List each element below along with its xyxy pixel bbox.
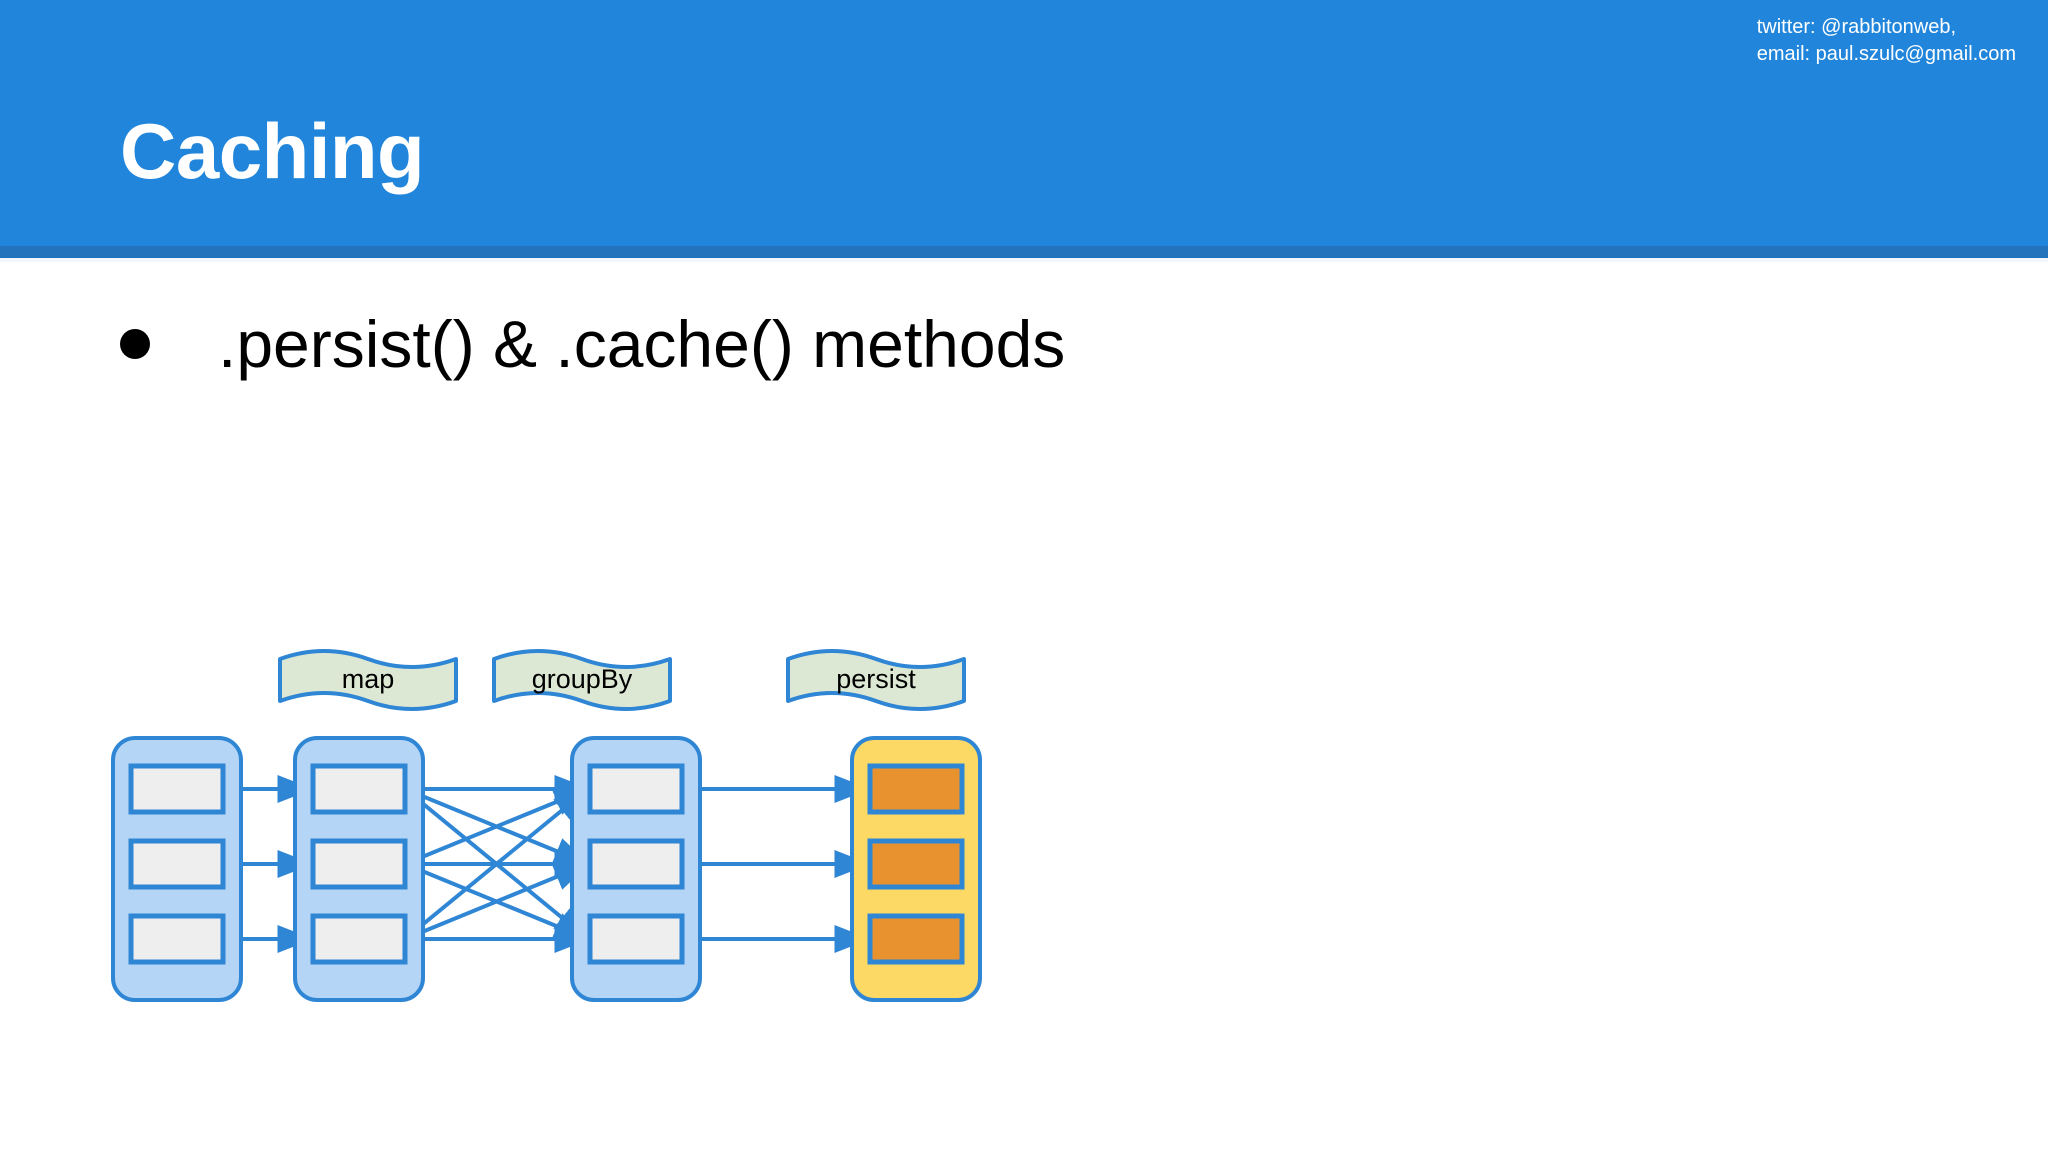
bullet-list-item: .persist() & .cache() methods [120,307,1066,381]
partition-box-1-1 [310,838,408,890]
rdd-stage-persisted-rdd [850,736,982,1002]
email-address: email: paul.szulc@gmail.com [1756,42,2016,65]
edge-shuffle-2-to-0 [403,787,590,941]
operation-banner-groupBy: groupBy [492,649,672,711]
banner-label-map: map [342,664,395,694]
partition-box-0-1 [128,838,226,890]
cached-rdd-container-3 [850,736,982,1002]
diagram-banners-layer: map groupBy persist [278,649,966,711]
banner-label-groupBy: groupBy [532,664,633,694]
diagram-stages-layer [111,736,982,1002]
twitter-handle: twitter: @rabbitonweb, [1756,16,1956,38]
edge-shuffle-1-to-2 [404,862,591,941]
partition-box-3-2 [867,913,965,965]
operation-banner-map: map [278,649,458,711]
partition-box-2-0 [587,763,685,815]
partition-box-3-1 [867,838,965,890]
banner-shape-persist [786,649,966,711]
operation-banner-persist: persist [786,649,966,711]
edge-shuffle-0-to-2 [403,787,590,941]
banner-shape-map [278,649,458,711]
partition-box-1-0 [310,763,408,815]
banner-label-persist: persist [836,664,916,694]
rdd-container-2 [570,736,702,1002]
partition-box-2-1 [587,838,685,890]
partition-box-3-0 [867,763,965,815]
header-accent-rule [0,246,2048,258]
partition-box-1-2 [310,913,408,965]
slide-header-band [0,0,2048,246]
bullet-text: .persist() & .cache() methods [218,307,1066,381]
edge-shuffle-1-to-0 [404,787,591,866]
rdd-stage-mapped-rdd [293,736,425,1002]
rdd-container-1 [293,736,425,1002]
rdd-stage-grouped-rdd [570,736,702,1002]
header-underglow [0,258,2048,262]
partition-box-0-2 [128,913,226,965]
contact-info: twitter: @rabbitonweb, email: paul.szulc… [1757,14,2016,67]
rdd-container-0 [111,736,243,1002]
page-title: Caching [120,107,425,195]
diagram-edges-layer [223,775,871,953]
edge-shuffle-2-to-1 [404,862,591,941]
partition-box-2-2 [587,913,685,965]
edge-shuffle-0-to-1 [404,787,591,866]
partition-box-0-0 [128,763,226,815]
bullet-dot-icon [120,329,150,359]
banner-shape-groupBy [492,649,672,711]
rdd-stage-source-rdd [111,736,243,1002]
